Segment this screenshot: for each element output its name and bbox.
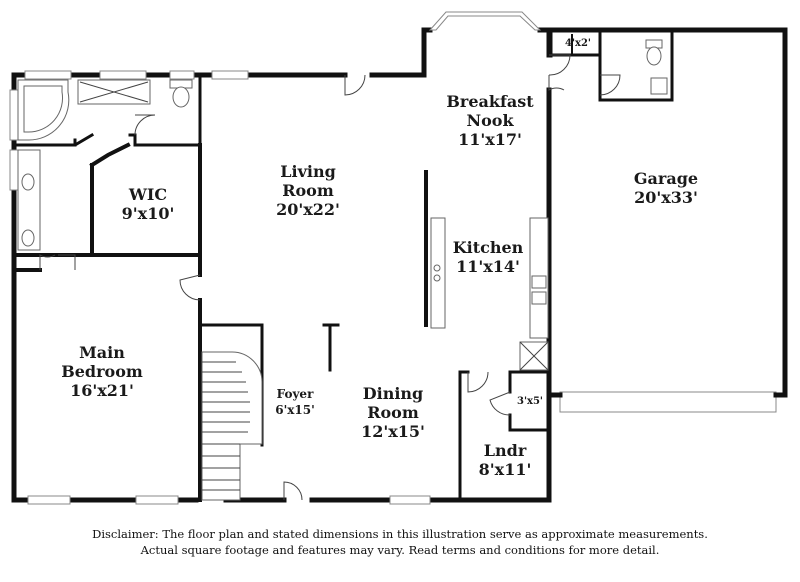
- breakfast-nook-dims: 11'x17': [458, 130, 522, 149]
- bay-window: [428, 11, 542, 31]
- kitchen-name: Kitchen: [453, 238, 524, 257]
- main-bedroom-dims: 16'x21': [70, 381, 134, 400]
- room-labels: Breakfast Nook 11'x17' Living Room 20'x2…: [61, 38, 698, 479]
- dining-room-dims: 12'x15': [361, 422, 425, 441]
- disclaimer-line-2: Actual square footage and features may v…: [140, 543, 660, 557]
- closet-top-dims: 4'x2': [565, 38, 591, 49]
- main-bedroom-name-line2: Bedroom: [61, 362, 143, 381]
- garage-dims: 20'x33': [634, 188, 698, 207]
- doors: [39, 54, 621, 501]
- wic-name: WIC: [128, 185, 167, 204]
- stairs: [201, 351, 263, 501]
- living-room-name-line2: Room: [282, 181, 334, 200]
- kitchen-fixtures: [430, 217, 549, 371]
- closet-hall-dims: 3'x5': [517, 396, 543, 407]
- disclaimer-line-1: Disclaimer: The floor plan and stated di…: [92, 527, 708, 541]
- disclaimer: Disclaimer: The floor plan and stated di…: [0, 526, 800, 558]
- breakfast-nook-name-line1: Breakfast: [446, 92, 534, 111]
- living-room-dims: 20'x22': [276, 200, 340, 219]
- foyer-dims: 6'x15': [275, 403, 315, 417]
- dining-room-name-line2: Room: [367, 403, 419, 422]
- garage-name: Garage: [634, 169, 698, 188]
- windows: [9, 70, 431, 505]
- breakfast-nook-name-line2: Nook: [466, 111, 514, 130]
- main-bedroom-name-line1: Main: [79, 343, 125, 362]
- kitchen-dims: 11'x14': [456, 257, 520, 276]
- garage-door: [546, 391, 788, 413]
- dining-room-name-line1: Dining: [363, 384, 423, 403]
- laundry-dims: 8'x11': [479, 460, 532, 479]
- laundry-name: Lndr: [484, 441, 527, 460]
- foyer-name: Foyer: [277, 387, 314, 401]
- wic-dims: 9'x10': [122, 204, 175, 223]
- bath-fixtures: [17, 39, 668, 251]
- living-room-name-line1: Living: [280, 162, 336, 181]
